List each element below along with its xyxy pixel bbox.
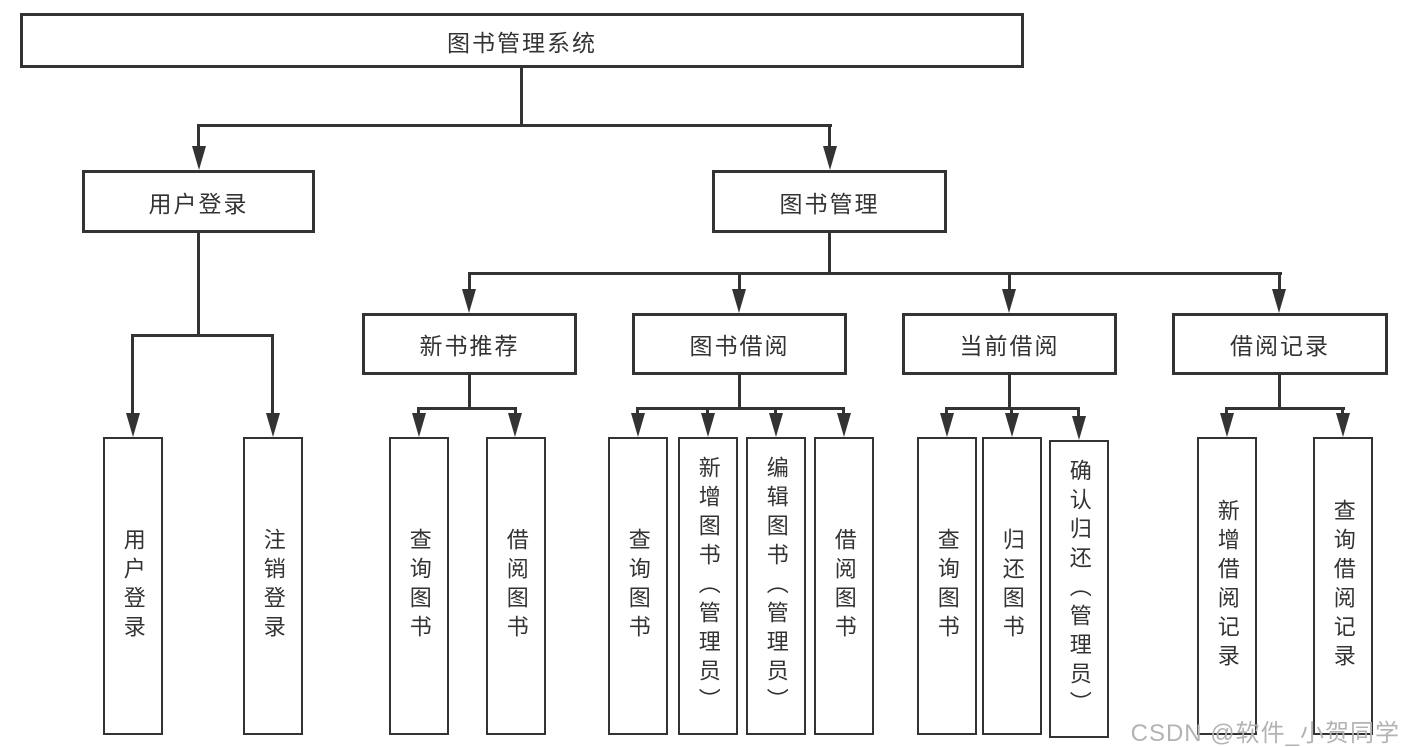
connector-line: [1010, 407, 1013, 417]
leaf-query-books-borrow: 查询图书: [608, 437, 668, 735]
leaf-label: 用户登录: [120, 528, 146, 644]
arrowhead-down-icon: [701, 413, 715, 437]
connector-line: [636, 407, 845, 410]
leaf-label: 确认归还（管理员）: [1066, 458, 1092, 720]
connector-line: [520, 68, 523, 127]
node-group-borrow-records: 借阅记录: [1172, 313, 1388, 375]
leaf-label: 查询借阅记录: [1330, 499, 1356, 673]
csdn-watermark: CSDN @软件_小贺同学: [1130, 720, 1400, 747]
node-label: 图书管理系统: [447, 29, 597, 56]
connector-line: [1278, 272, 1281, 292]
connector-line: [738, 272, 741, 292]
connector-line: [1225, 407, 1228, 417]
connector-line: [706, 407, 709, 417]
leaf-label: 借阅图书: [503, 528, 529, 644]
connector-line: [198, 124, 832, 127]
arrowhead-down-icon: [823, 146, 837, 170]
node-label: 用户登录: [148, 190, 249, 217]
leaf-label: 查询图书: [406, 528, 432, 644]
connector-line: [197, 124, 200, 150]
leaf-add-books-admin: 新增图书（管理员）: [678, 437, 738, 735]
arrowhead-down-icon: [1005, 413, 1019, 437]
leaf-label: 注销登录: [260, 528, 286, 644]
connector-line: [828, 124, 831, 150]
connector-line: [417, 407, 517, 410]
leaf-user-login: 用户登录: [103, 437, 163, 735]
leaf-label: 新增图书（管理员）: [695, 455, 721, 717]
arrowhead-down-icon: [1272, 289, 1286, 313]
connector-line: [1077, 407, 1080, 417]
leaf-label: 借阅图书: [831, 528, 857, 644]
connector-line: [945, 407, 948, 417]
leaf-logout: 注销登录: [243, 437, 303, 735]
leaf-query-books-new: 查询图书: [389, 437, 449, 735]
node-group-current-borrow: 当前借阅: [902, 313, 1117, 375]
arrowhead-down-icon: [1336, 413, 1350, 437]
arrowhead-down-icon: [1002, 289, 1016, 313]
node-user-login: 用户登录: [82, 170, 315, 233]
node-root: 图书管理系统: [20, 13, 1024, 68]
connector-line: [468, 272, 1282, 275]
arrowhead-down-icon: [192, 146, 206, 170]
arrowhead-down-icon: [412, 413, 426, 437]
leaf-confirm-return-admin: 确认归还（管理员）: [1049, 440, 1109, 738]
node-label: 图书管理: [779, 190, 880, 217]
node-group-book-borrow: 图书借阅: [632, 313, 847, 375]
arrowhead-down-icon: [266, 413, 280, 437]
leaf-borrow-books-new: 借阅图书: [486, 437, 546, 735]
connector-line: [271, 334, 274, 415]
node-label: 新书推荐: [419, 333, 520, 359]
arrowhead-down-icon: [462, 289, 476, 313]
leaf-return-books: 归还图书: [982, 437, 1042, 735]
connector-line: [131, 334, 134, 415]
connector-line: [1008, 272, 1011, 292]
connector-line: [738, 375, 741, 410]
arrowhead-down-icon: [837, 413, 851, 437]
leaf-label: 归还图书: [999, 528, 1025, 644]
node-group-new-books: 新书推荐: [362, 313, 577, 375]
connector-line: [468, 375, 471, 410]
leaf-borrow-books-borrow: 借阅图书: [814, 437, 874, 735]
connector-line: [1341, 407, 1344, 417]
connector-line: [774, 407, 777, 417]
connector-line: [417, 407, 420, 417]
leaf-query-borrow-record: 查询借阅记录: [1313, 437, 1373, 735]
arrowhead-down-icon: [126, 413, 140, 437]
leaf-label: 新增借阅记录: [1214, 499, 1240, 673]
connector-line: [514, 407, 517, 417]
node-book-management: 图书管理: [712, 170, 947, 233]
arrowhead-down-icon: [508, 413, 522, 437]
node-label: 图书借阅: [689, 333, 790, 359]
node-label: 当前借阅: [959, 333, 1060, 359]
connector-line: [1278, 375, 1281, 410]
connector-line: [828, 233, 831, 275]
arrowhead-down-icon: [1072, 416, 1086, 440]
arrowhead-down-icon: [940, 413, 954, 437]
connector-line: [842, 407, 845, 417]
arrowhead-down-icon: [631, 413, 645, 437]
connector-line: [636, 407, 639, 417]
connector-line: [1225, 407, 1345, 410]
leaf-add-borrow-record: 新增借阅记录: [1197, 437, 1257, 735]
leaf-query-books-current: 查询图书: [917, 437, 977, 735]
arrowhead-down-icon: [1220, 413, 1234, 437]
connector-line: [197, 233, 200, 337]
arrowhead-down-icon: [769, 413, 783, 437]
leaf-label: 编辑图书（管理员）: [763, 455, 789, 717]
leaf-label: 查询图书: [934, 528, 960, 644]
leaf-edit-books-admin: 编辑图书（管理员）: [746, 437, 806, 735]
connector-line: [468, 272, 471, 292]
connector-line: [1008, 375, 1011, 410]
leaf-label: 查询图书: [625, 528, 651, 644]
connector-line: [131, 334, 274, 337]
arrowhead-down-icon: [732, 289, 746, 313]
node-label: 借阅记录: [1230, 333, 1330, 359]
